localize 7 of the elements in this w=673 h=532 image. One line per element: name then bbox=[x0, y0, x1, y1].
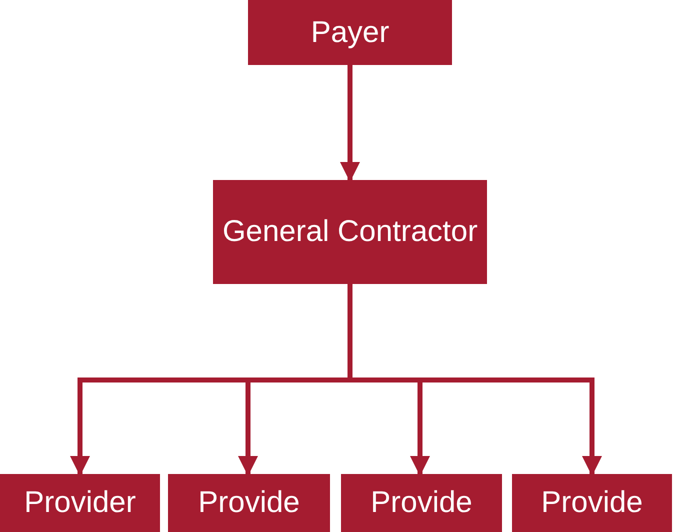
process-box: General Contractor bbox=[213, 180, 487, 284]
arrow bbox=[340, 65, 360, 182]
process-box: Payer bbox=[248, 0, 452, 65]
process-box: Provide bbox=[341, 474, 502, 532]
process-box: Provider bbox=[0, 474, 160, 532]
process-box: Provide bbox=[168, 474, 330, 532]
process-box: Provide bbox=[512, 474, 672, 532]
